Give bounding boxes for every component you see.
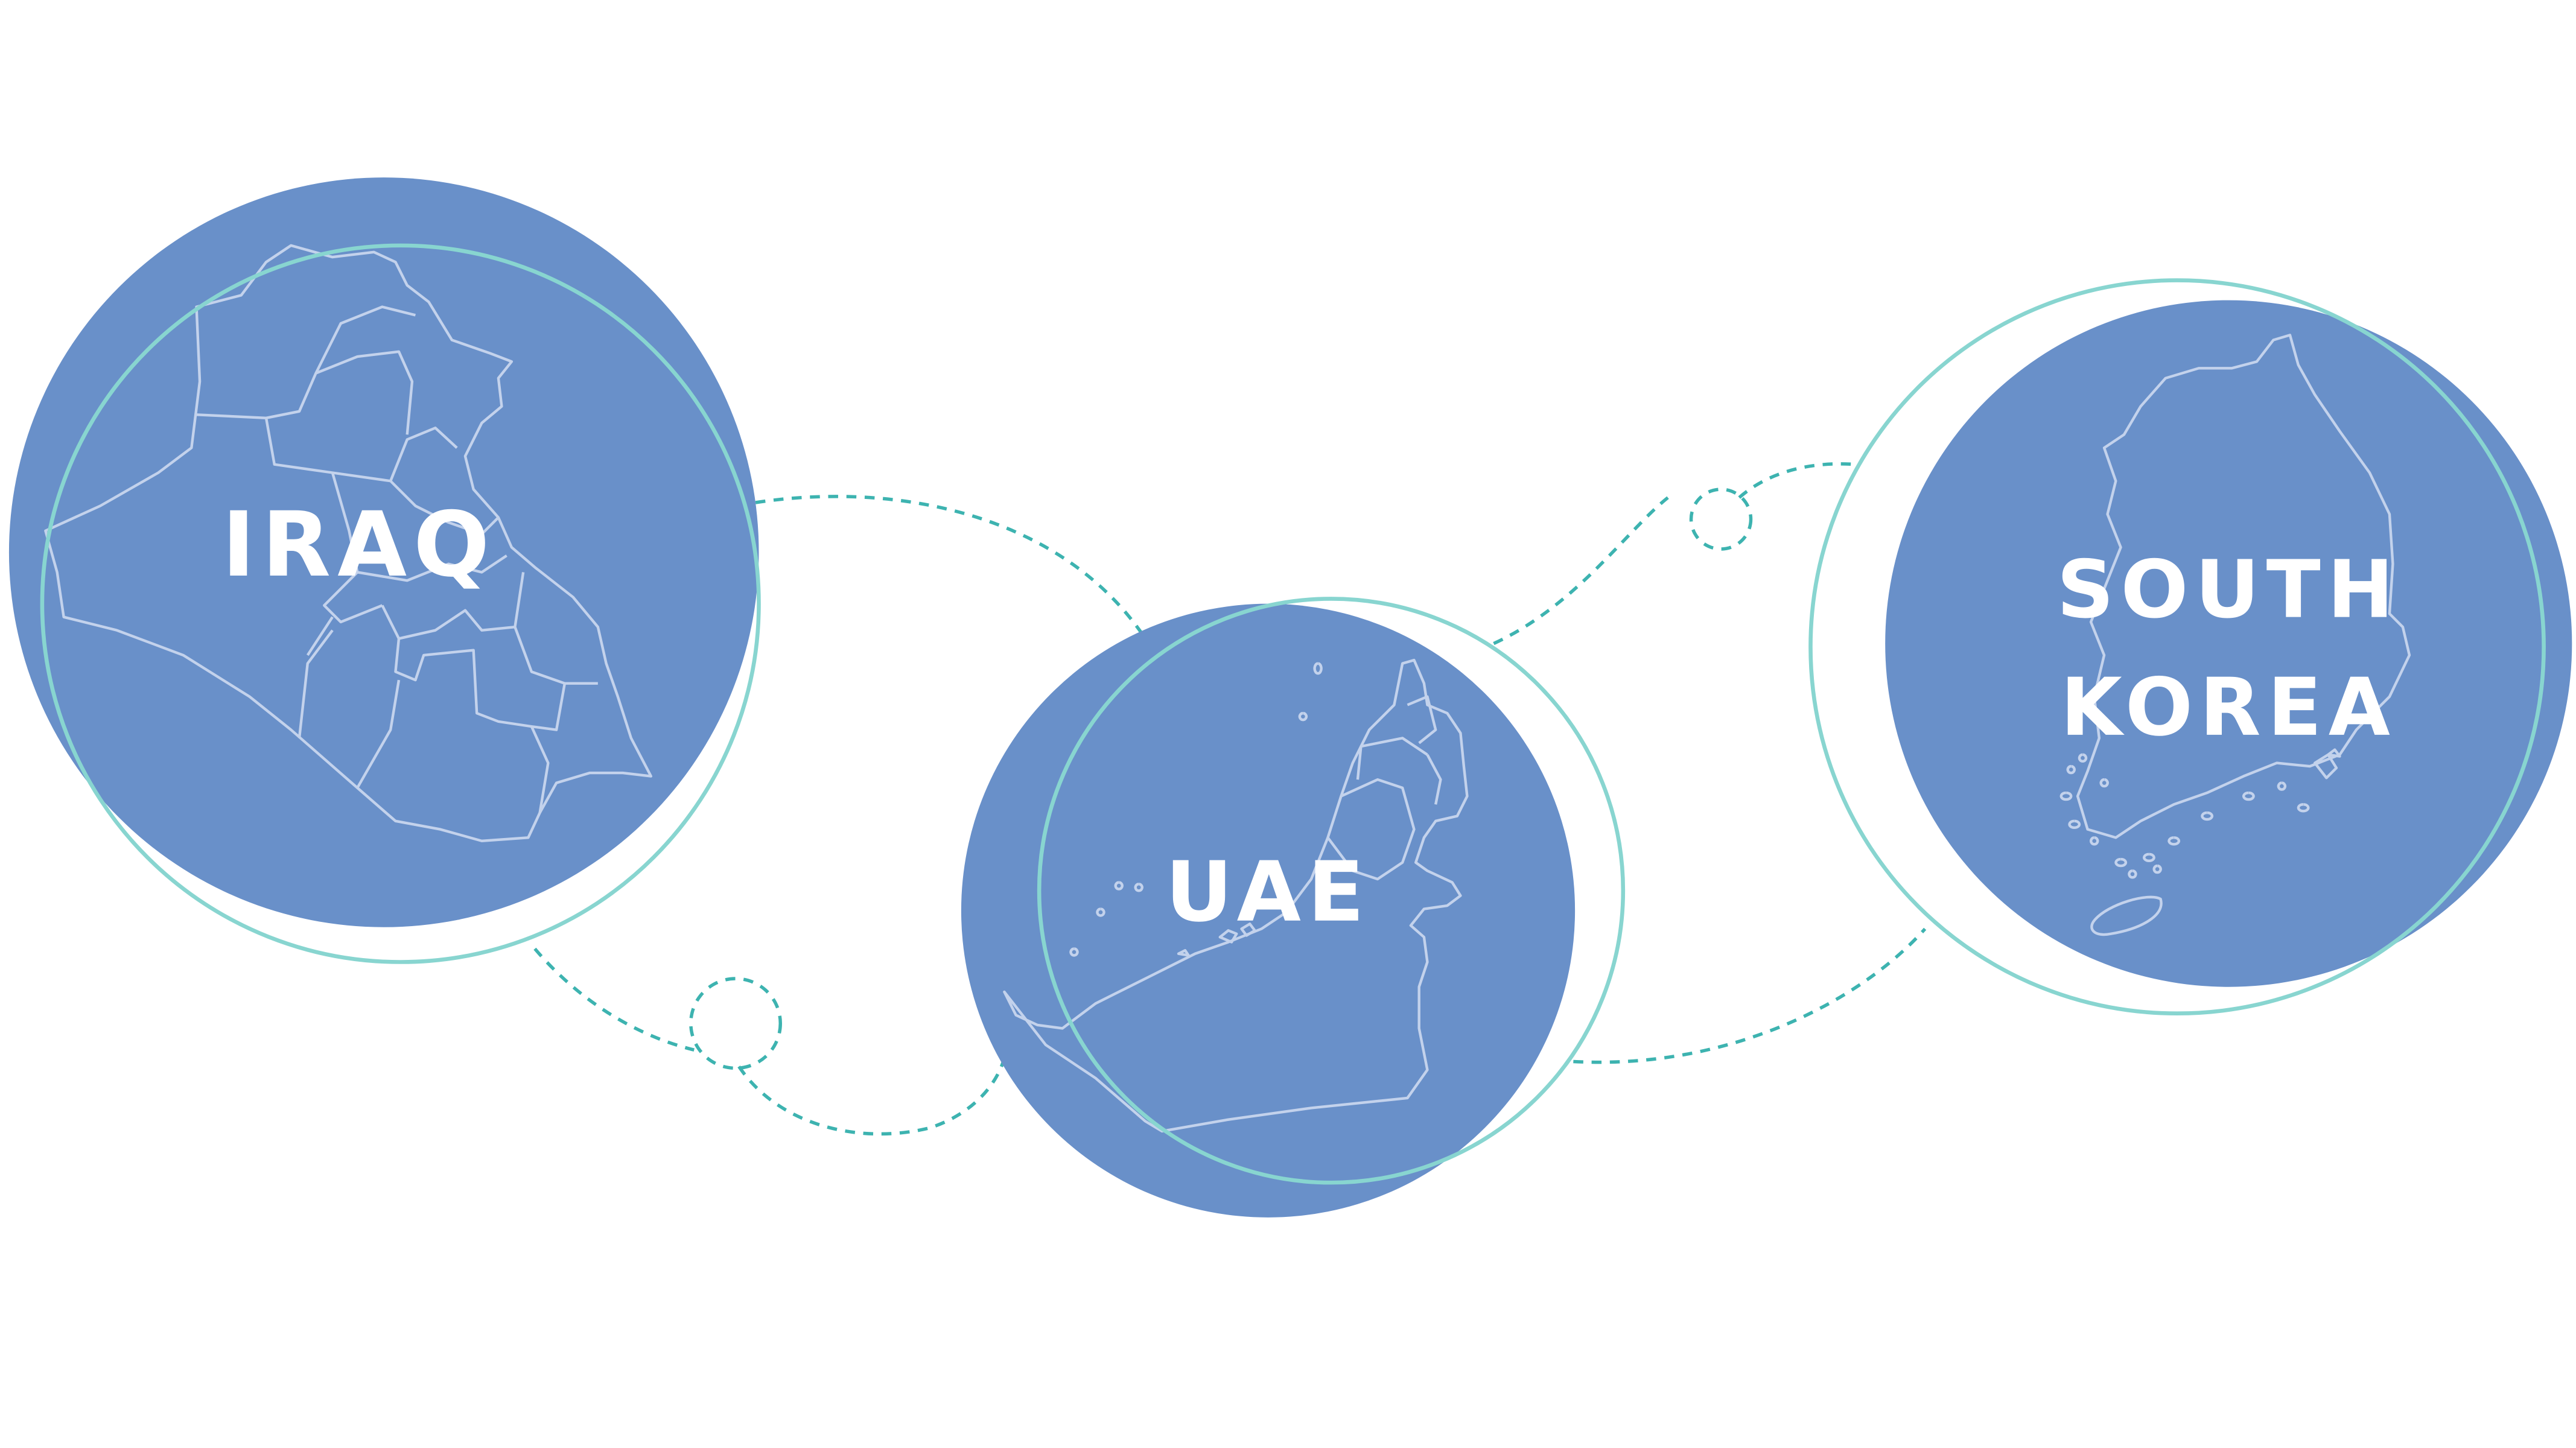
south-korea-node: SOUTH KOREA [1808, 278, 2572, 1016]
uae-node: UAE [961, 597, 1626, 1218]
iraq-circle [8, 177, 759, 927]
connector-loop-to-uae [737, 1058, 1007, 1136]
uae-border [1003, 658, 1469, 1133]
uae-islands [1069, 662, 1323, 957]
south-korea-label-line-2: KOREA [2061, 662, 2397, 754]
south-korea-islands [2059, 748, 2341, 879]
uae-label: UAE [1165, 844, 1371, 941]
connector-loop-to-korea [1738, 462, 1856, 499]
uae-internal-borders [1326, 695, 1442, 881]
uae-ring [1037, 597, 1626, 1185]
connector-iraq-loop-bottom [533, 947, 695, 1052]
uae-map-outline [1003, 658, 1469, 1133]
south-korea-circle [1885, 300, 2572, 987]
south-korea-label-line-1: SOUTH [2056, 544, 2400, 637]
connector-lines [533, 462, 1927, 1136]
connector-uae-to-korea-top [1493, 496, 1669, 646]
connector-loop-circle-right [1689, 487, 1753, 551]
connector-iraq-to-uae-top [755, 495, 1147, 640]
connector-loop-circle-left [689, 977, 783, 1070]
south-korea-mainland [2076, 334, 2411, 839]
south-korea-jeju [2090, 895, 2163, 936]
iraq-label: IRAQ [222, 493, 497, 597]
iraq-internal-borders [196, 305, 598, 813]
uae-circle [961, 603, 1576, 1218]
iraq-map-outline [44, 244, 653, 843]
iraq-border [44, 244, 653, 843]
south-korea-ring [1808, 278, 2546, 1016]
iraq-ring [40, 243, 761, 964]
iraq-node: IRAQ [8, 177, 761, 964]
south-korea-map-outline [2059, 334, 2411, 936]
connector-uae-to-korea-bottom [1573, 927, 1927, 1064]
